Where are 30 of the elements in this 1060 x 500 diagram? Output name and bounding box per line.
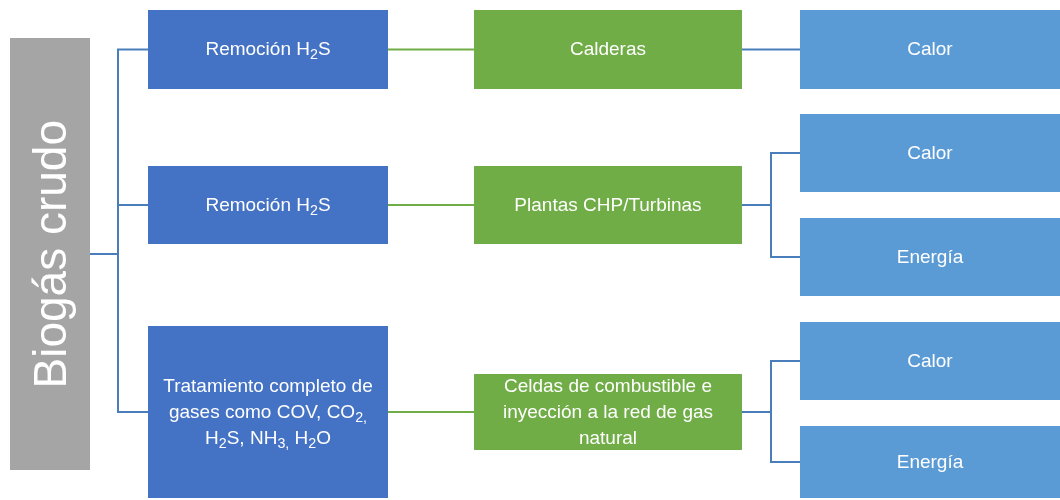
connector-line: [741, 48, 801, 51]
connector-line: [387, 411, 475, 413]
node-label: Energía: [896, 244, 964, 269]
process-box: [474, 166, 742, 244]
node-label: Energía: [896, 449, 964, 474]
node-label: Celdas de combustible e inyección a la red de gas natural: [501, 373, 715, 451]
node-label: Plantas CHP/Turbinas: [514, 192, 702, 217]
connector-line: [741, 411, 801, 463]
node-label: Remoción H$_{2}$S: [205, 37, 331, 63]
source-box: [10, 38, 90, 470]
node-label: Calor: [907, 140, 953, 165]
connector-line: [387, 204, 475, 206]
output-box: [800, 114, 1060, 192]
process-box: [474, 374, 742, 450]
node-label: Calderas: [569, 37, 646, 62]
output-box: [800, 218, 1060, 296]
node-label: Tratamiento completo de gases como COV, CO$_{2,}$ H$_{2}$S, NH$_{3,}$ H$_{2}$O: [162, 373, 374, 452]
process-box: [148, 326, 388, 498]
node-label: Calor: [907, 37, 953, 62]
node-label: Remoción H$_{2}$S: [205, 192, 331, 219]
node-label: Calor: [907, 348, 953, 373]
process-box: [148, 10, 388, 89]
connector-line: [89, 253, 149, 413]
process-box: [148, 166, 388, 244]
output-box: [800, 10, 1060, 89]
process-box: [474, 10, 742, 89]
output-box: [800, 322, 1060, 400]
output-box: [800, 426, 1060, 498]
connector-line: [741, 204, 801, 258]
connector-line: [387, 48, 475, 51]
